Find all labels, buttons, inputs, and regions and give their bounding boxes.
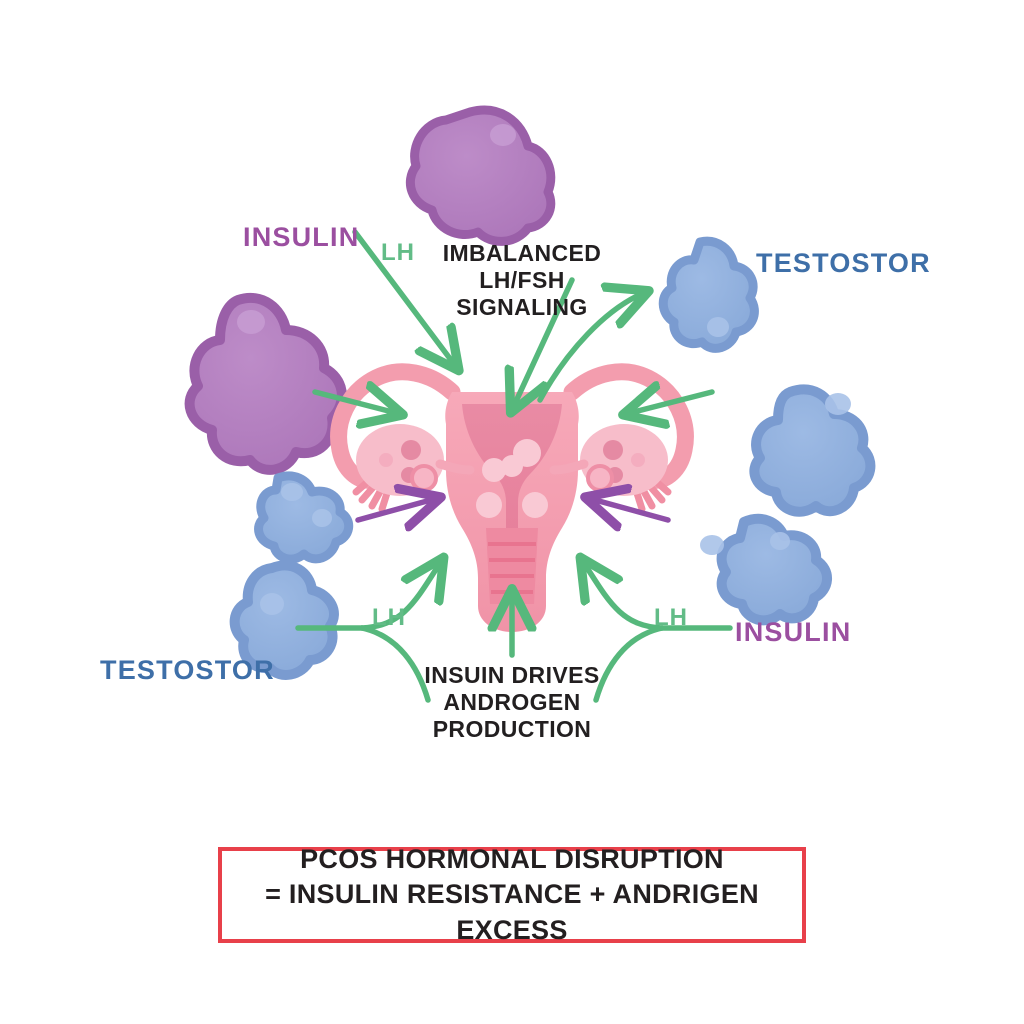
label-testosterone-top-right: TESTOSTOR — [756, 248, 931, 278]
lh-curve-left-tail — [359, 625, 431, 703]
label-testosterone-bottom-left: TESTOSTOR — [100, 655, 275, 685]
note-line-3: PRODUCTION — [432, 716, 592, 743]
lh-tag-bottom-right: LH — [654, 604, 688, 631]
note-line-3: SIGNALING — [456, 294, 588, 321]
arrow-uterus-to-testosterone — [537, 292, 646, 403]
testosterone-blob-right-lower — [700, 513, 832, 626]
note-insulin-drives-androgen: INSUIN DRIVES ANDROGEN PRODUCTION — [412, 662, 612, 743]
summary-banner: PCOS HORMONAL DISRUPTION = INSULIN RESIS… — [218, 844, 806, 945]
lh-tag-top: LH — [381, 239, 415, 266]
banner-line-1: PCOS HORMONAL DISRUPTION — [300, 844, 724, 875]
testosterone-blob-left-lower — [229, 560, 339, 680]
testosterone-blob-left-upper — [254, 471, 354, 564]
note-line-2: LH/FSH — [479, 267, 565, 294]
insulin-blob-top — [405, 105, 556, 246]
arrow-insulin-to-uterus — [352, 229, 457, 368]
insulin-blob-left — [184, 293, 347, 475]
signal-arrows — [295, 229, 733, 703]
note-imbalanced-lh-fsh: IMBALANCED LH/FSH SIGNALING — [432, 240, 612, 321]
testosterone-blob-top-right — [658, 236, 759, 353]
lh-curve-left — [359, 560, 442, 631]
arrow-right-blob-to-tube — [626, 392, 715, 414]
lh-tag-bottom-left: LH — [372, 604, 406, 631]
arrow-purple-right — [588, 498, 671, 520]
note-line-2: ANDROGEN — [443, 689, 581, 716]
testosterone-blob-right-upper — [749, 384, 876, 517]
uterus-illustration — [330, 363, 694, 632]
note-line-1: INSUIN DRIVES — [424, 662, 600, 688]
label-insulin-bottom-right: INSULIN — [735, 617, 852, 647]
arrow-left-blob-to-tube — [312, 392, 400, 414]
arrow-lhfsh-to-cavity — [512, 277, 575, 410]
label-insulin-top-left: INSULIN — [243, 222, 360, 252]
banner-line-2: = INSULIN RESISTANCE + ANDRIGEN EXCESS — [265, 879, 759, 945]
molecule-blobs — [184, 105, 876, 680]
note-line-1: IMBALANCED — [442, 240, 602, 266]
arrow-purple-left — [355, 498, 438, 520]
lh-curve-right — [582, 560, 665, 631]
lh-curve-right-tail — [593, 625, 665, 703]
